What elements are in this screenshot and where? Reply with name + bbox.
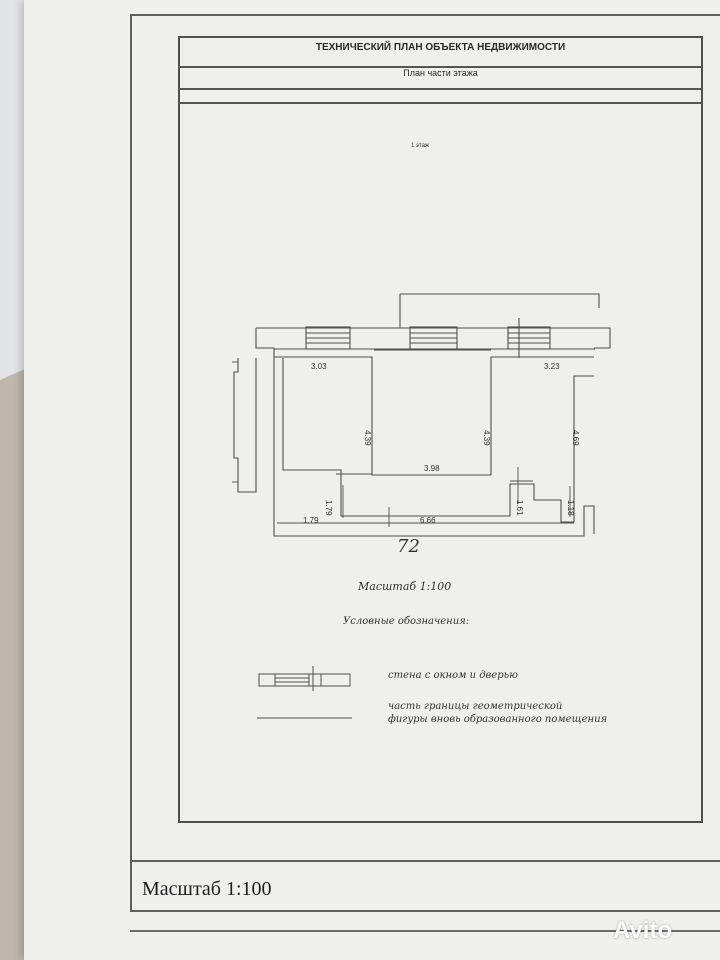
document-title: ТЕХНИЧЕСКИЙ ПЛАН ОБЪЕКТА НЕДВИЖИМОСТИ [315,42,566,53]
next-form-edge [130,930,720,960]
dimension-corridor-top: 3.98 [424,464,440,473]
legend-boundary-line-1: часть границы геометрической [388,701,563,712]
header-divider-3 [178,102,703,104]
dimension-left-room-width: 3.03 [311,362,327,371]
header-divider-2 [178,88,703,90]
boundary-line-symbol [257,717,352,719]
bottom-scale-box [130,860,720,912]
plan-number: 72 [397,536,420,557]
dimension-small-room-height: 1.79 [324,500,333,516]
dimension-corridor-width: 6.66 [420,516,436,525]
dimension-right-small-height-2: 1.18 [566,500,575,516]
outer-frame [130,14,720,912]
dimension-right-room-depth: 4.69 [571,430,580,446]
plan-scale-note: Масштаб 1:100 [358,580,452,593]
dimension-middle-room-depth: 4.39 [482,430,491,446]
dimension-left-room-depth: 4.39 [363,430,372,446]
legend-wall-window-door: стена с окном и дверью [388,670,518,681]
dimension-right-small-height-1: 1.61 [515,500,524,516]
dimension-right-room-width: 3.23 [544,362,560,371]
legend-heading: Условные обозначения: [343,616,470,627]
floor-plan-drawing: 3.03 3.23 4.39 4.39 4.69 3.98 1.79 1.79 … [232,293,611,537]
header-divider-1 [178,66,703,68]
bottom-scale-label: Масштаб 1:100 [142,878,272,900]
dimension-small-room-width: 1.79 [303,516,319,525]
wall-window-door-symbol [258,666,351,691]
technical-plan-sheet: ТЕХНИЧЕСКИЙ ПЛАН ОБЪЕКТА НЕДВИЖИМОСТИ Пл… [24,0,720,960]
floor-label: 1 этаж [411,143,429,149]
inner-frame [178,36,703,823]
avito-watermark: Avito [613,917,673,944]
legend-boundary-line-2: фигуры вновь образованного помещения [388,714,608,725]
document-subtitle: План части этажа [403,68,478,78]
